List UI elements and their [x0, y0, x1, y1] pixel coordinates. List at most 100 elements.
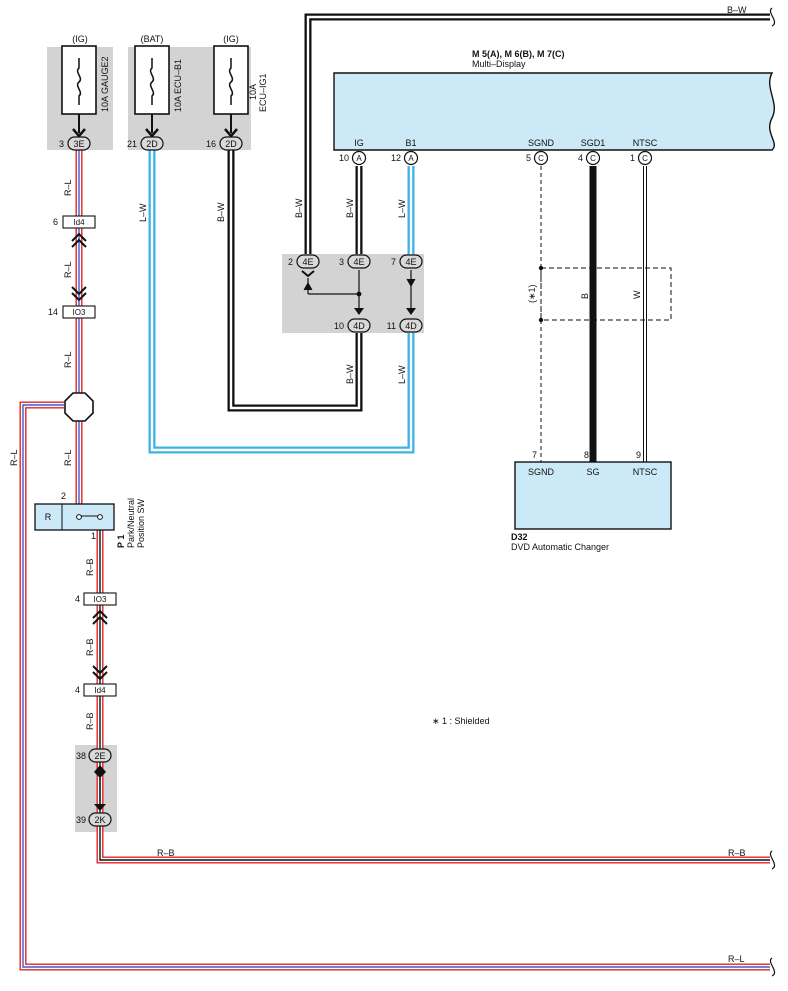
svg-text:IO3: IO3 — [94, 595, 107, 604]
switch-contact — [76, 514, 82, 520]
label-b-sgd1: B — [580, 293, 590, 299]
label-lw-fuse: L–W — [138, 203, 148, 222]
connector-id4-upper: Id4 — [62, 215, 96, 229]
wire-r-b — [96, 528, 770, 864]
dvd-pin-label-ntsc: NTSC — [633, 467, 658, 477]
wire-break-rb — [769, 850, 776, 870]
connector-2e-arrow — [94, 765, 106, 778]
junction-pin-7: 7 — [391, 257, 396, 267]
fuse-gauge-source: (IG) — [72, 34, 88, 44]
svg-text:Id4: Id4 — [73, 218, 85, 227]
dvd-pin-label-sg: SG — [586, 467, 599, 477]
md-connector-ig: A — [351, 150, 367, 166]
junction-arrow — [406, 278, 416, 288]
wire-b-w — [227, 13, 770, 412]
fuse-ecuig1-name-line2: ECU–IG1 — [258, 73, 268, 112]
multi-display-body — [333, 72, 775, 151]
dvd-changer-body — [514, 461, 672, 530]
junction-arrow — [303, 281, 313, 291]
switch-ref: P 1 — [116, 535, 126, 548]
label-rb-3: R–B — [85, 712, 95, 730]
connector-id4-lower: Id4 — [83, 683, 117, 697]
label-rl-2: R–L — [63, 261, 73, 278]
junction-pin-10: 10 — [334, 321, 344, 331]
pin-2d-16: 16 — [206, 139, 216, 149]
connector-2k-arrow — [94, 804, 106, 811]
label-bw-fuse: B–W — [216, 202, 226, 222]
fuse-gauge-name: 10A GAUGE2 — [100, 56, 110, 112]
fuse-ecuig1-element — [228, 58, 234, 105]
fuse-ecub1-name: 10A ECU–B1 — [173, 59, 183, 112]
multi-display-name: Multi–Display — [472, 59, 526, 69]
multi-display-ref: M 5(A), M 6(B), M 7(C) — [472, 49, 565, 59]
label-rb-right: R–B — [728, 848, 746, 858]
md-connector-b1: A — [403, 150, 419, 166]
dvd-pin-sg: 8 — [584, 450, 589, 460]
svg-text:C: C — [538, 154, 544, 163]
md-pin-ntsc: 1 — [630, 153, 635, 163]
switch-contact — [97, 514, 103, 520]
label-w-ntsc: W — [632, 290, 642, 299]
connector-2k: 2K — [88, 812, 112, 827]
md-pin-sgnd: 5 — [526, 153, 531, 163]
pin-id4-lower: 4 — [75, 685, 80, 695]
svg-text:2K: 2K — [94, 815, 105, 825]
md-pin-b1: 12 — [391, 153, 401, 163]
dvd-changer-name: DVD Automatic Changer — [511, 542, 609, 552]
svg-text:4E: 4E — [302, 257, 313, 267]
pin-id4-upper: 6 — [53, 217, 58, 227]
pin-2e: 38 — [76, 751, 86, 761]
label-lw-bottom: L–W — [397, 365, 407, 384]
label-rb-1: R–B — [85, 558, 95, 576]
pin-2k: 39 — [76, 815, 86, 825]
md-pin-sgd1: 4 — [578, 153, 583, 163]
junction-pin-2: 2 — [288, 257, 293, 267]
wire-break-rl — [769, 957, 776, 977]
label-rl-1: R–L — [63, 179, 73, 196]
wire-break-bw — [769, 7, 776, 27]
label-rl-3: R–L — [63, 351, 73, 368]
shield-dot — [538, 265, 544, 271]
junction-connector-4e-7: 4E — [399, 254, 423, 269]
fuse-ecuig1-name-line1: 10A — [248, 84, 258, 100]
svg-text:Id4: Id4 — [94, 686, 106, 695]
label-lw-b1: L–W — [397, 199, 407, 218]
svg-text:4E: 4E — [405, 257, 416, 267]
shield-box — [540, 267, 672, 321]
dvd-pin-sgnd: 7 — [532, 450, 537, 460]
svg-text:A: A — [408, 154, 414, 163]
pin-3e: 3 — [59, 139, 64, 149]
junction-connector-4e-2: 4E — [296, 254, 320, 278]
switch-name-line1: Park/Neutral — [126, 498, 136, 548]
connector-2d-ecub1: 2D — [140, 128, 164, 151]
switch-position: R — [45, 512, 52, 522]
svg-text:2D: 2D — [146, 139, 158, 149]
label-bw-top: B–W — [294, 198, 304, 218]
svg-text:C: C — [642, 154, 648, 163]
connector-arrows — [71, 232, 87, 302]
svg-text:3E: 3E — [73, 139, 84, 149]
md-pin-label-sgnd: SGND — [528, 138, 555, 148]
dvd-changer-ref: D32 — [511, 532, 528, 542]
label-rl-4: R–L — [63, 449, 73, 466]
label-rl-right: R–L — [728, 954, 745, 964]
junction-arrow — [406, 308, 416, 315]
fuse-ecub1-element — [149, 58, 155, 105]
junction-connector-4e-3: 4E — [347, 254, 371, 269]
md-pin-label-b1: B1 — [405, 138, 416, 148]
connector-io3-lower: IO3 — [83, 592, 117, 606]
junction-pin-3: 3 — [339, 257, 344, 267]
svg-text:4D: 4D — [353, 321, 365, 331]
svg-text:2E: 2E — [94, 751, 105, 761]
svg-text:4D: 4D — [405, 321, 417, 331]
pin-2d-21: 21 — [127, 139, 137, 149]
md-pin-ig: 10 — [339, 153, 349, 163]
md-pin-label-ig: IG — [354, 138, 364, 148]
label-shield: (∗1) — [527, 284, 537, 303]
svg-text:4E: 4E — [353, 257, 364, 267]
wire-r-l — [19, 150, 770, 971]
switch-pin-bottom: 1 — [91, 531, 96, 541]
dvd-pin-ntsc: 9 — [636, 450, 641, 460]
label-rb-mid: R–B — [157, 848, 175, 858]
